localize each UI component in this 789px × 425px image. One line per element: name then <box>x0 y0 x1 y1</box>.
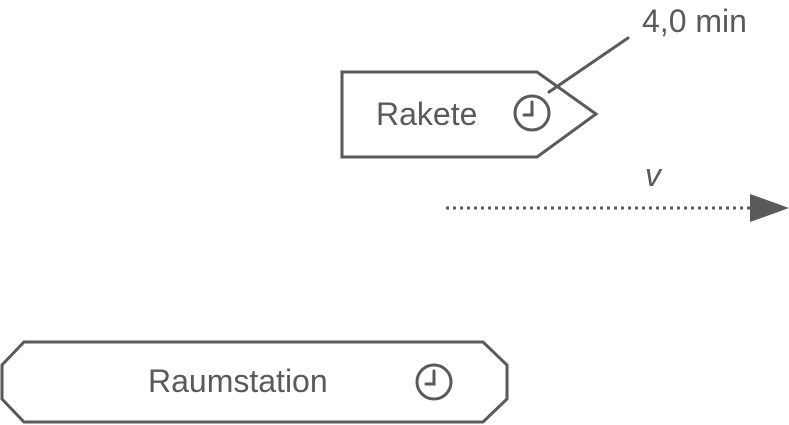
station-shape: Raumstation <box>0 340 509 424</box>
rocket-shape: Rakete <box>340 70 599 159</box>
station-clock-icon <box>415 363 453 401</box>
rocket-body <box>340 70 599 159</box>
velocity-label: v <box>645 157 663 193</box>
station-label: Raumstation <box>148 363 328 399</box>
time-leader-line <box>547 36 630 94</box>
velocity-arrowhead <box>750 194 789 222</box>
velocity-arrow <box>446 194 789 222</box>
rocket-label: Rakete <box>376 96 477 132</box>
time-annotation: 4,0 min <box>642 3 747 39</box>
rocket-clock-icon <box>513 94 551 132</box>
station-body <box>0 340 509 424</box>
